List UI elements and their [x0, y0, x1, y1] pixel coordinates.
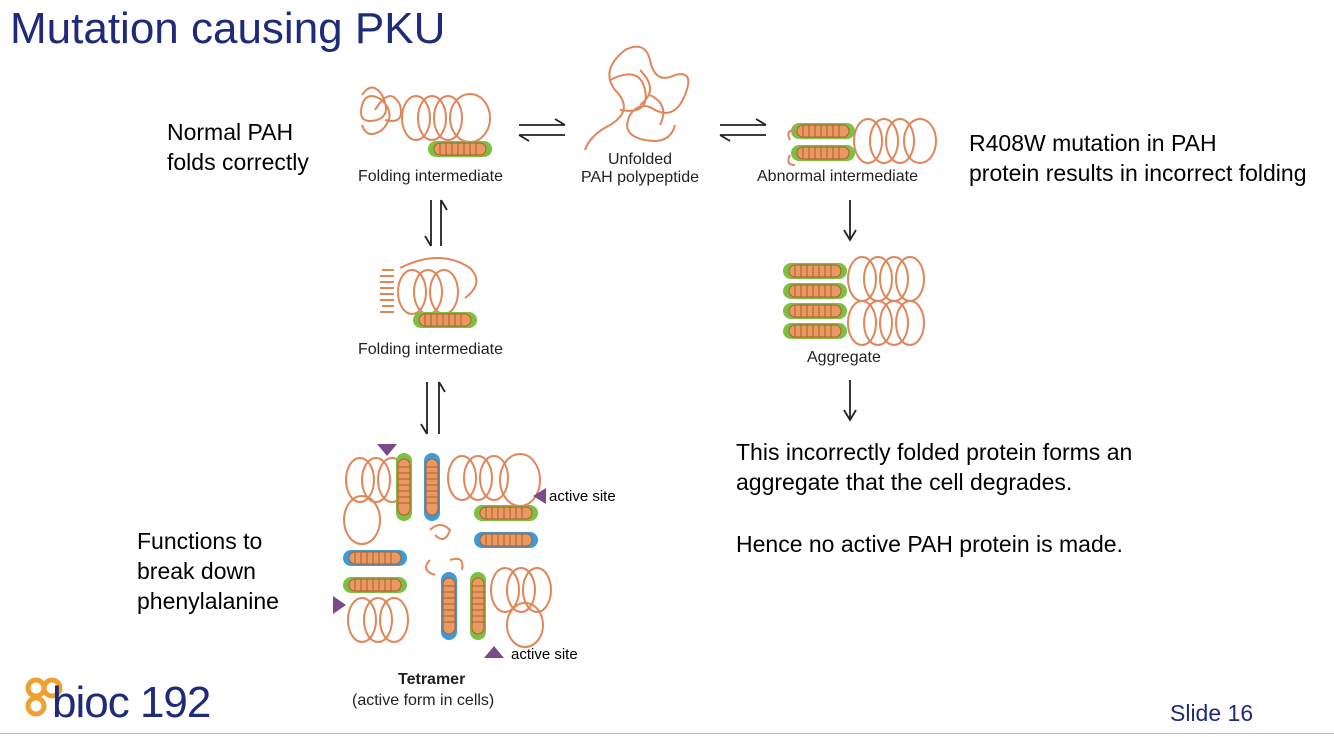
aggregate-note: This incorrectly folded protein forms an…	[736, 437, 1132, 497]
course-logo: bioc 192	[52, 678, 211, 727]
label-active-site-2: active site	[511, 646, 578, 663]
bottom-rule	[0, 733, 1334, 734]
logo-mark	[25, 677, 63, 717]
function-note-line-2: break down	[137, 558, 256, 584]
forward-arrows	[843, 200, 857, 422]
slide-number: Slide 16	[1170, 700, 1254, 726]
label-tetramer: Tetramer	[398, 671, 466, 688]
label-active-site-1: active site	[549, 488, 616, 505]
mutation-note-line-1: R408W mutation in PAH	[969, 130, 1217, 156]
function-note-line-3: phenylalanine	[137, 588, 279, 614]
label-tetramer-sub: (active form in cells)	[352, 692, 495, 709]
equilibrium-arrows	[420, 118, 767, 435]
slide-title: Mutation causing PKU	[10, 4, 446, 53]
tetramer-structure	[333, 444, 552, 658]
aggregate-note-line-1: This incorrectly folded protein forms an	[736, 439, 1133, 465]
label-abnormal-intermediate: Abnormal intermediate	[757, 168, 918, 185]
aggregate-note-line-2: aggregate that the cell degrades.	[736, 469, 1073, 495]
active-site-marker-right	[533, 488, 546, 504]
hence-note: Hence no active PAH protein is made.	[736, 531, 1123, 557]
abnormal-intermediate-structure	[787, 118, 937, 166]
function-note: Functions to break down phenylalanine	[137, 526, 279, 616]
normal-pah-note-line-2: folds correctly	[167, 149, 309, 175]
mutation-note-line-2: protein results in incorrect folding	[969, 160, 1307, 186]
unfolded-polypeptide-structure	[584, 45, 690, 151]
normal-pah-note-line-1: Normal PAH	[167, 119, 294, 145]
label-unfolded-line-1: Unfolded	[607, 151, 673, 168]
active-site-marker-bottom	[484, 646, 504, 658]
label-folding-intermediate-1: Folding intermediate	[358, 168, 503, 185]
label-folding-intermediate-2: Folding intermediate	[358, 341, 503, 358]
label-unfolded-line-2: PAH polypeptide	[581, 169, 699, 186]
function-note-line-1: Functions to	[137, 528, 263, 554]
folding-intermediate-1-structure	[360, 86, 493, 158]
label-unfolded: Unfolded PAH polypeptide	[573, 151, 707, 187]
active-site-marker-top	[377, 444, 397, 456]
aggregate-structure	[782, 256, 925, 346]
label-aggregate: Aggregate	[807, 349, 881, 366]
mutation-note: R408W mutation in PAH protein results in…	[969, 128, 1307, 188]
active-site-marker-left	[333, 596, 346, 614]
folding-intermediate-2-structure	[380, 257, 478, 329]
normal-pah-note: Normal PAH folds correctly	[167, 117, 309, 177]
